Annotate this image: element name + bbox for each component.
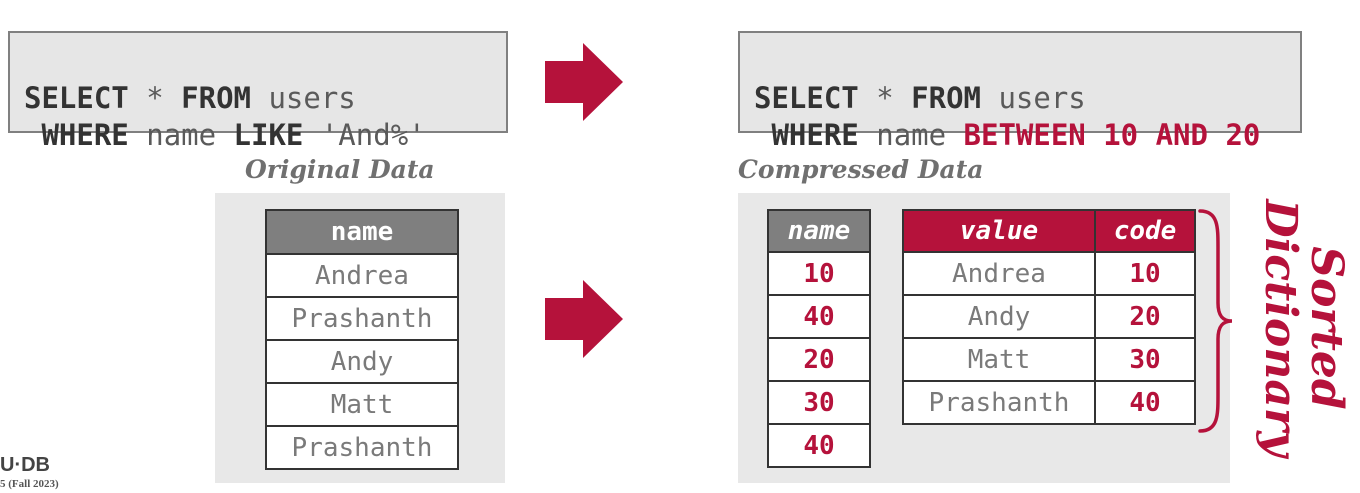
- encoded-column-table: name 10 40 20 30 40: [767, 209, 871, 468]
- keyword-select: SELECT: [754, 81, 859, 115]
- query-op: *: [128, 81, 182, 115]
- keyword-like: LIKE: [233, 118, 304, 152]
- between-clause: BETWEEN 10 AND 20: [963, 118, 1261, 152]
- table-cell: Matt: [265, 382, 459, 427]
- query-pattern: 'And%': [303, 118, 426, 152]
- table-cell: 10: [767, 251, 871, 296]
- table-cell: Matt: [902, 337, 1096, 382]
- table-cell: 20: [767, 337, 871, 382]
- table-cell: Andrea: [265, 253, 459, 298]
- column-header: name: [265, 209, 459, 255]
- brace-icon: [1198, 209, 1233, 433]
- query-table: users: [981, 81, 1086, 115]
- original-table: name Andrea Prashanth Andy Matt Prashant…: [265, 209, 459, 470]
- column-header: value: [902, 209, 1096, 253]
- keyword-from: FROM: [181, 81, 251, 115]
- course-term: 5 (Fall 2023): [0, 478, 59, 490]
- keyword-from: FROM: [911, 81, 981, 115]
- column-header: code: [1094, 209, 1196, 253]
- table-cell: 40: [1094, 380, 1196, 425]
- keyword-where: WHERE: [41, 118, 129, 152]
- right-arrow-icon: [545, 43, 623, 121]
- rewritten-query-box: SELECT * FROM users WHERE name BETWEEN 1…: [738, 31, 1302, 152]
- table-cell: Prashanth: [265, 425, 459, 470]
- query-column: name: [858, 118, 964, 152]
- table-cell: Andy: [902, 294, 1096, 339]
- table-cell: Andy: [265, 339, 459, 384]
- table-cell: 20: [1094, 294, 1196, 339]
- label-line-sorted: Sorted: [1301, 246, 1352, 410]
- table-cell: 10: [1094, 251, 1196, 296]
- right-arrow-icon: [545, 280, 623, 358]
- dictionary-table: value code Andrea 10 Andy 20 Matt 30 Pra…: [902, 209, 1196, 425]
- label-line-dictionary: Dictionary: [1255, 199, 1306, 457]
- compressed-data-title: Compressed Data: [738, 155, 984, 184]
- table-cell: Prashanth: [265, 296, 459, 341]
- course-logo: U·DB: [0, 454, 50, 476]
- sorted-dictionary-label: Sorted Dictionary: [1253, 198, 1352, 458]
- original-query-box: SELECT * FROM users WHERE name LIKE 'And…: [8, 31, 508, 152]
- table-cell: Prashanth: [902, 380, 1096, 425]
- keyword-where: WHERE: [771, 118, 859, 152]
- original-data-title: Original Data: [245, 155, 435, 184]
- table-cell: 30: [1094, 337, 1196, 382]
- table-cell: Andrea: [902, 251, 1096, 296]
- column-header: name: [767, 209, 871, 253]
- keyword-select: SELECT: [24, 81, 129, 115]
- table-cell: 30: [767, 380, 871, 425]
- query-op: *: [858, 81, 912, 115]
- table-cell: 40: [767, 423, 871, 468]
- query-column: name: [128, 118, 234, 152]
- table-cell: 40: [767, 294, 871, 339]
- query-table: users: [251, 81, 356, 115]
